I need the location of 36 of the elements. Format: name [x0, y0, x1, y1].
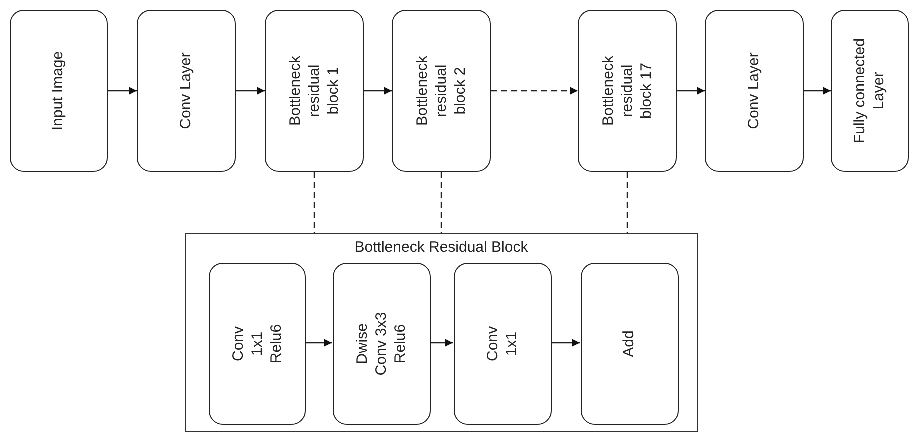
group-title: Bottleneck Residual Block — [354, 239, 530, 256]
arrow — [430, 339, 453, 347]
connector-line — [314, 172, 316, 233]
arrow — [804, 87, 831, 95]
arrow — [108, 87, 137, 95]
box-label: Conv 1x1 Relu6 — [229, 323, 285, 366]
box-label: Bottleneck residual block 1 — [286, 54, 342, 128]
process-box — [831, 10, 909, 172]
arrow — [236, 87, 265, 95]
process-box — [333, 263, 431, 425]
connector-line — [440, 172, 442, 233]
box-label: Conv 1x1 — [484, 325, 521, 364]
process-box — [705, 10, 804, 172]
box-label: Bottleneck residual block 17 — [599, 54, 655, 128]
process-box — [581, 263, 679, 425]
box-label: Input Image — [50, 50, 68, 133]
arrow — [305, 339, 332, 347]
arrow — [551, 339, 580, 347]
box-label: Conv Layer — [745, 52, 764, 132]
process-box — [454, 263, 552, 425]
connector-line — [626, 172, 628, 233]
arrow — [677, 87, 705, 95]
box-label: Conv Layer — [177, 52, 196, 132]
process-box — [209, 263, 306, 425]
box-label: Fully connected Layer — [851, 37, 888, 146]
arrow — [364, 87, 392, 95]
process-box — [265, 10, 364, 172]
group-container — [185, 233, 698, 432]
arrow — [491, 87, 578, 95]
process-box — [10, 10, 108, 172]
box-label: Dwise Conv 3x3 Relu6 — [354, 311, 410, 378]
box-label: Add — [620, 330, 639, 360]
process-box — [137, 10, 236, 172]
process-box — [392, 10, 491, 172]
box-label: Bottleneck residual block 2 — [413, 54, 469, 128]
process-box — [578, 10, 677, 172]
